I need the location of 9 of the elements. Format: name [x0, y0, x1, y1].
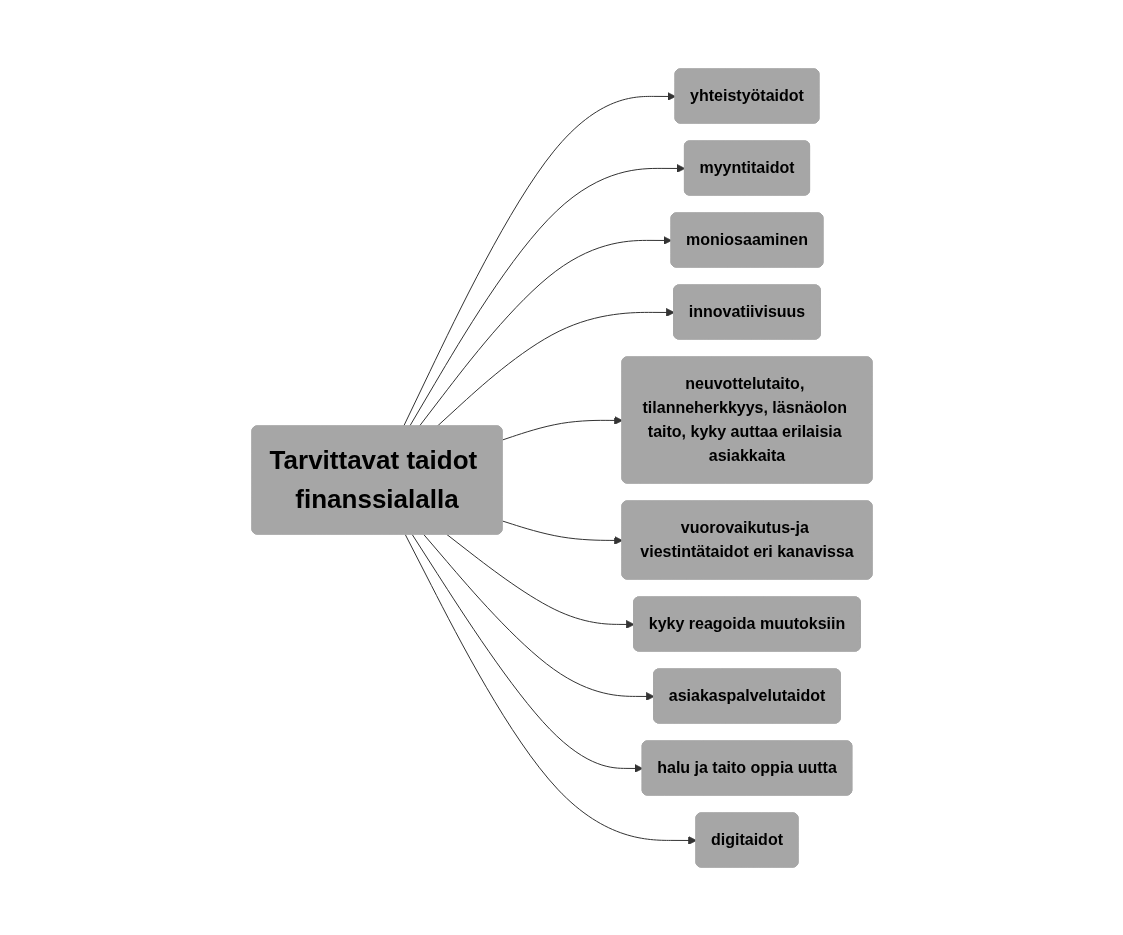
arrow — [404, 533, 697, 845]
arrow — [408, 163, 685, 427]
arrow — [501, 520, 623, 545]
arrow — [422, 533, 655, 701]
arrow — [445, 533, 635, 629]
arrow — [501, 415, 623, 440]
arrow — [402, 91, 676, 427]
arrow — [418, 235, 672, 427]
arrow — [411, 533, 643, 773]
